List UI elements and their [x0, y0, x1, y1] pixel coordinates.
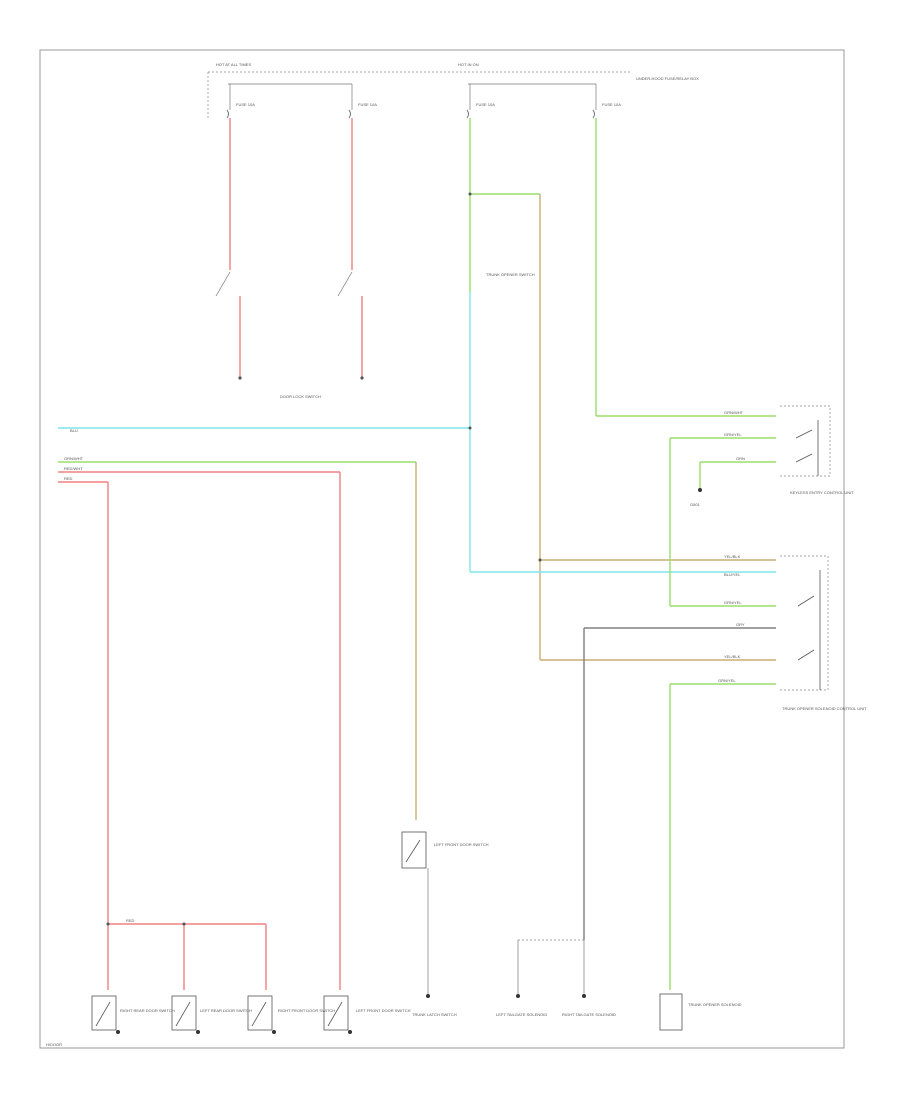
lower-switch-label: TRUNK OPENER SOLENOID CONTROL UNIT [782, 706, 867, 711]
trunk-switch-label: TRUNK OPENER SWITCH [486, 272, 535, 277]
top-bus: HOT AT ALL TIMES HOT IN ON UNDER-HOOD FU… [207, 62, 699, 120]
right-w9: GRN/YEL [718, 678, 736, 683]
gray-branch [516, 939, 586, 998]
right-w2: GRN/YEL [724, 432, 742, 437]
left-wire-blue-label: BLU [70, 428, 78, 433]
left-wires: BLU GRN/WHT RED/WHT RED [58, 428, 417, 990]
bottom-switch-2: LEFT REAR DOOR SWITCH [171, 995, 252, 1034]
bottom-switch-1: RIGHT REAR DOOR SWITCH [91, 995, 175, 1034]
left-wire-1-label: GRN/WHT [64, 456, 84, 461]
bottom-switch-4: LEFT FRONT DOOR SWITCH [323, 995, 411, 1034]
fuse-1-label: FUSE 10A [236, 102, 255, 107]
top-left-bus-label: HOT AT ALL TIMES [216, 62, 251, 67]
bottom-device-5: TRUNK LATCH SWITCH [412, 1012, 457, 1017]
bottom-3-label: RIGHT FRONT DOOR SWITCH [278, 1008, 335, 1013]
bottom-4-label: LEFT FRONT DOOR SWITCH [356, 1008, 411, 1013]
right-w1: GRN/WHT [724, 410, 744, 415]
bottom-switch-3: RIGHT FRONT DOOR SWITCH [247, 995, 335, 1034]
center-switch-label: LEFT FRONT DOOR SWITCH [434, 842, 489, 847]
door-lock-branch: DOOR LOCK SWITCH [215, 118, 364, 399]
left-wire-3-label: RED [64, 476, 73, 481]
right-w6: GRN/YEL [724, 600, 742, 605]
fuse-1: FUSE 10A [226, 84, 255, 119]
center-door-switch: LEFT FRONT DOOR SWITCH [401, 831, 489, 998]
bottom-1-label: RIGHT REAR DOOR SWITCH [120, 1008, 175, 1013]
diagram-frame [39, 49, 845, 1049]
red-junction: RED [106, 918, 267, 990]
fuse-3: FUSE 10A [466, 84, 495, 119]
right-w4: YEL/BLK [724, 554, 741, 559]
fuse-3-label: FUSE 10A [476, 102, 495, 107]
fuse-4: FUSE 10A [592, 84, 621, 119]
right-w3: GRN [736, 456, 745, 461]
fuse-2: FUSE 10A [348, 84, 377, 119]
left-wire-2-label: RED/WHT [64, 466, 83, 471]
upper-switch-label: KEYLESS ENTRY CONTROL UNIT [790, 490, 854, 495]
fuse-4-label: FUSE 10A [602, 102, 621, 107]
bottom-6-label: LEFT TAILGATE SOLENOID [496, 1012, 547, 1017]
right-w8: YEL/BLK [724, 654, 741, 659]
center-feed: TRUNK OPENER SWITCH [58, 118, 776, 661]
right-feed: G501 [583, 118, 776, 990]
bottom-2-label: LEFT REAR DOOR SWITCH [200, 1008, 252, 1013]
bottom-8-label: TRUNK OPENER SOLENOID [688, 1002, 742, 1007]
bottom-device-6: LEFT TAILGATE SOLENOID [496, 1012, 547, 1017]
ground-upper-label: G501 [690, 502, 701, 507]
red-join-label: RED [126, 918, 135, 923]
trunk-opener-unit: TRUNK OPENER SOLENOID CONTROL UNIT [780, 555, 867, 711]
bottom-device-8: TRUNK OPENER SOLENOID [659, 993, 742, 1031]
bottom-device-7: RIGHT TAILGATE SOLENOID [562, 1012, 616, 1017]
top-right-bus-label: HOT IN ON [458, 62, 479, 67]
fuse-box-note: UNDER-HOOD FUSE/RELAY BOX [636, 76, 699, 81]
right-w5: BLU/YEL [724, 572, 741, 577]
corner-label: H/DOOR [46, 1042, 62, 1047]
bottom-5-label: TRUNK LATCH SWITCH [412, 1012, 457, 1017]
right-w7: GRY [736, 622, 745, 627]
fuse-2-label: FUSE 10A [358, 102, 377, 107]
right-wire-labels: GRN/WHT GRN/YEL GRN YEL/BLK BLU/YEL GRN/… [718, 410, 745, 683]
bottom-7-label: RIGHT TAILGATE SOLENOID [562, 1012, 616, 1017]
door-switch-label: DOOR LOCK SWITCH [280, 394, 321, 399]
keyless-entry-unit: KEYLESS ENTRY CONTROL UNIT [780, 405, 854, 495]
